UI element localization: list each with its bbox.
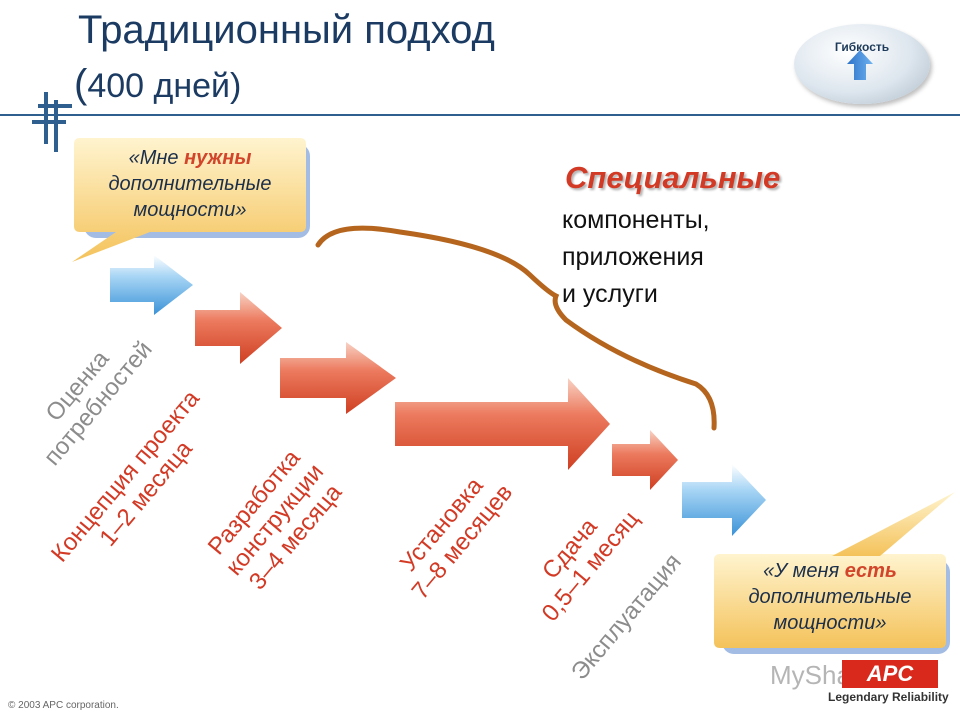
copyright-text: © 2003 APC corporation.	[8, 700, 119, 711]
subtitle-paren: (	[74, 62, 88, 106]
special-line-1: компоненты,	[562, 206, 710, 234]
page-title: Традиционный подход	[78, 8, 495, 52]
apc-logo: APC	[842, 660, 938, 688]
bubble-bottom-text: «У меня есть дополнительные мощности»	[714, 558, 946, 636]
bubble-top-highlight: нужны	[184, 147, 252, 169]
arrow-concept	[195, 292, 282, 364]
flexibility-badge: Гибкость	[794, 24, 930, 104]
badge-label: Гибкость	[834, 40, 890, 54]
subtitle-duration: 400 дней)	[87, 67, 242, 105]
bubble-bottom-highlight: есть	[844, 560, 897, 582]
arrow-up-icon	[847, 50, 873, 80]
bubble-top-text: «Мне нужны дополнительные мощности»	[74, 145, 306, 223]
bubble-bottom-line1: «У меня	[763, 560, 845, 582]
arrow-operation	[682, 464, 766, 536]
bubble-bottom-line2: дополнительные	[748, 586, 912, 608]
special-line-3: и услуги	[562, 280, 658, 308]
stage-design: Разработка конструкции 3–4 месяца	[200, 441, 350, 598]
logo-tagline: Legendary Reliability	[828, 690, 949, 704]
bubble-top-line3: мощности»	[133, 199, 247, 221]
special-heading: Специальные	[565, 160, 781, 195]
header-rule	[0, 114, 960, 116]
arrow-assessment	[110, 255, 193, 315]
arrow-installation	[395, 378, 610, 470]
bubble-top-line1: «Мне	[128, 147, 185, 169]
special-line-2: приложения	[562, 243, 704, 271]
arrow-design	[280, 342, 396, 414]
special-lines: компоненты, приложения и услуги	[562, 202, 710, 313]
arrow-handover	[612, 430, 678, 490]
bubble-top-line2: дополнительные	[108, 173, 272, 195]
page-subtitle: (400 дней)	[74, 64, 241, 106]
bubble-bottom-line3: мощности»	[773, 612, 887, 634]
stage-installation: Установка 7–8 месяцев	[386, 462, 518, 604]
